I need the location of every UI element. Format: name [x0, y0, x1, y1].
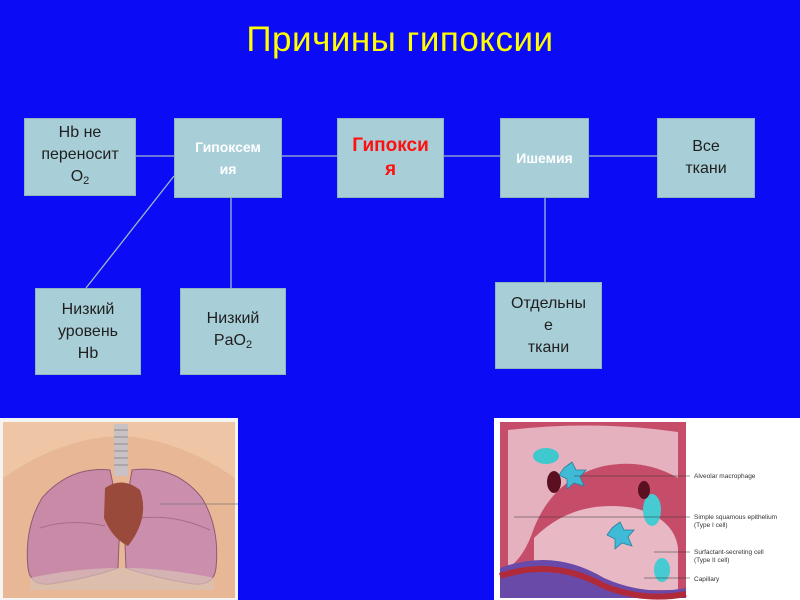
box-hypoxia: Гипокси я — [337, 118, 444, 198]
label-type-two-cell: (Type II cell) — [694, 557, 729, 564]
subscript-2: 2 — [83, 175, 90, 187]
box-low-pao2-text: Низкий PaO — [206, 309, 260, 349]
box-ischemia: Ишемия — [500, 118, 589, 198]
alveoli-image: Alveolar macrophage Simple squamous epit… — [494, 418, 800, 600]
box-separate-tissues-text: Отдельны е ткани — [511, 294, 586, 356]
box-low-hb: Низкий уровень Hb — [35, 288, 141, 375]
box-all-tissues: Все ткани — [657, 118, 755, 198]
box-hb-no-transfer: Hb не переносит O2 — [24, 118, 136, 196]
alveoli-illustration: Alveolar macrophage Simple squamous epit… — [494, 418, 800, 600]
page-title: Причины гипоксии — [246, 20, 554, 59]
connector-hypoxemia-lowhb — [85, 175, 175, 289]
box-hypoxemia: Гипоксем ия — [174, 118, 282, 198]
label-type-one-cell: (Type I cell) — [694, 522, 728, 529]
box-separate-tissues: Отдельны е ткани — [495, 282, 602, 369]
label-surfactant-cell: Surfactant-secreting cell — [694, 549, 764, 556]
box-low-pao2: Низкий PaO2 — [180, 288, 286, 375]
box-ischemia-text: Ишемия — [516, 150, 573, 166]
label-capillary: Capillary — [694, 576, 720, 583]
box-hb-no-transfer-text: Hb не переносит O — [41, 124, 119, 185]
subscript-2: 2 — [245, 338, 253, 351]
box-hypoxia-text: Гипокси я — [352, 135, 429, 180]
box-low-hb-text: Низкий уровень Hb — [57, 300, 118, 362]
box-all-tissues-text: Все ткани — [685, 138, 727, 177]
label-alveolar-macrophage: Alveolar macrophage — [694, 473, 756, 480]
lungs-illustration — [0, 418, 238, 600]
label-squamous-epithelium: Simple squamous epithelium — [694, 514, 777, 521]
lungs-image — [0, 418, 238, 600]
box-hypoxemia-text: Гипоксем ия — [195, 139, 261, 177]
